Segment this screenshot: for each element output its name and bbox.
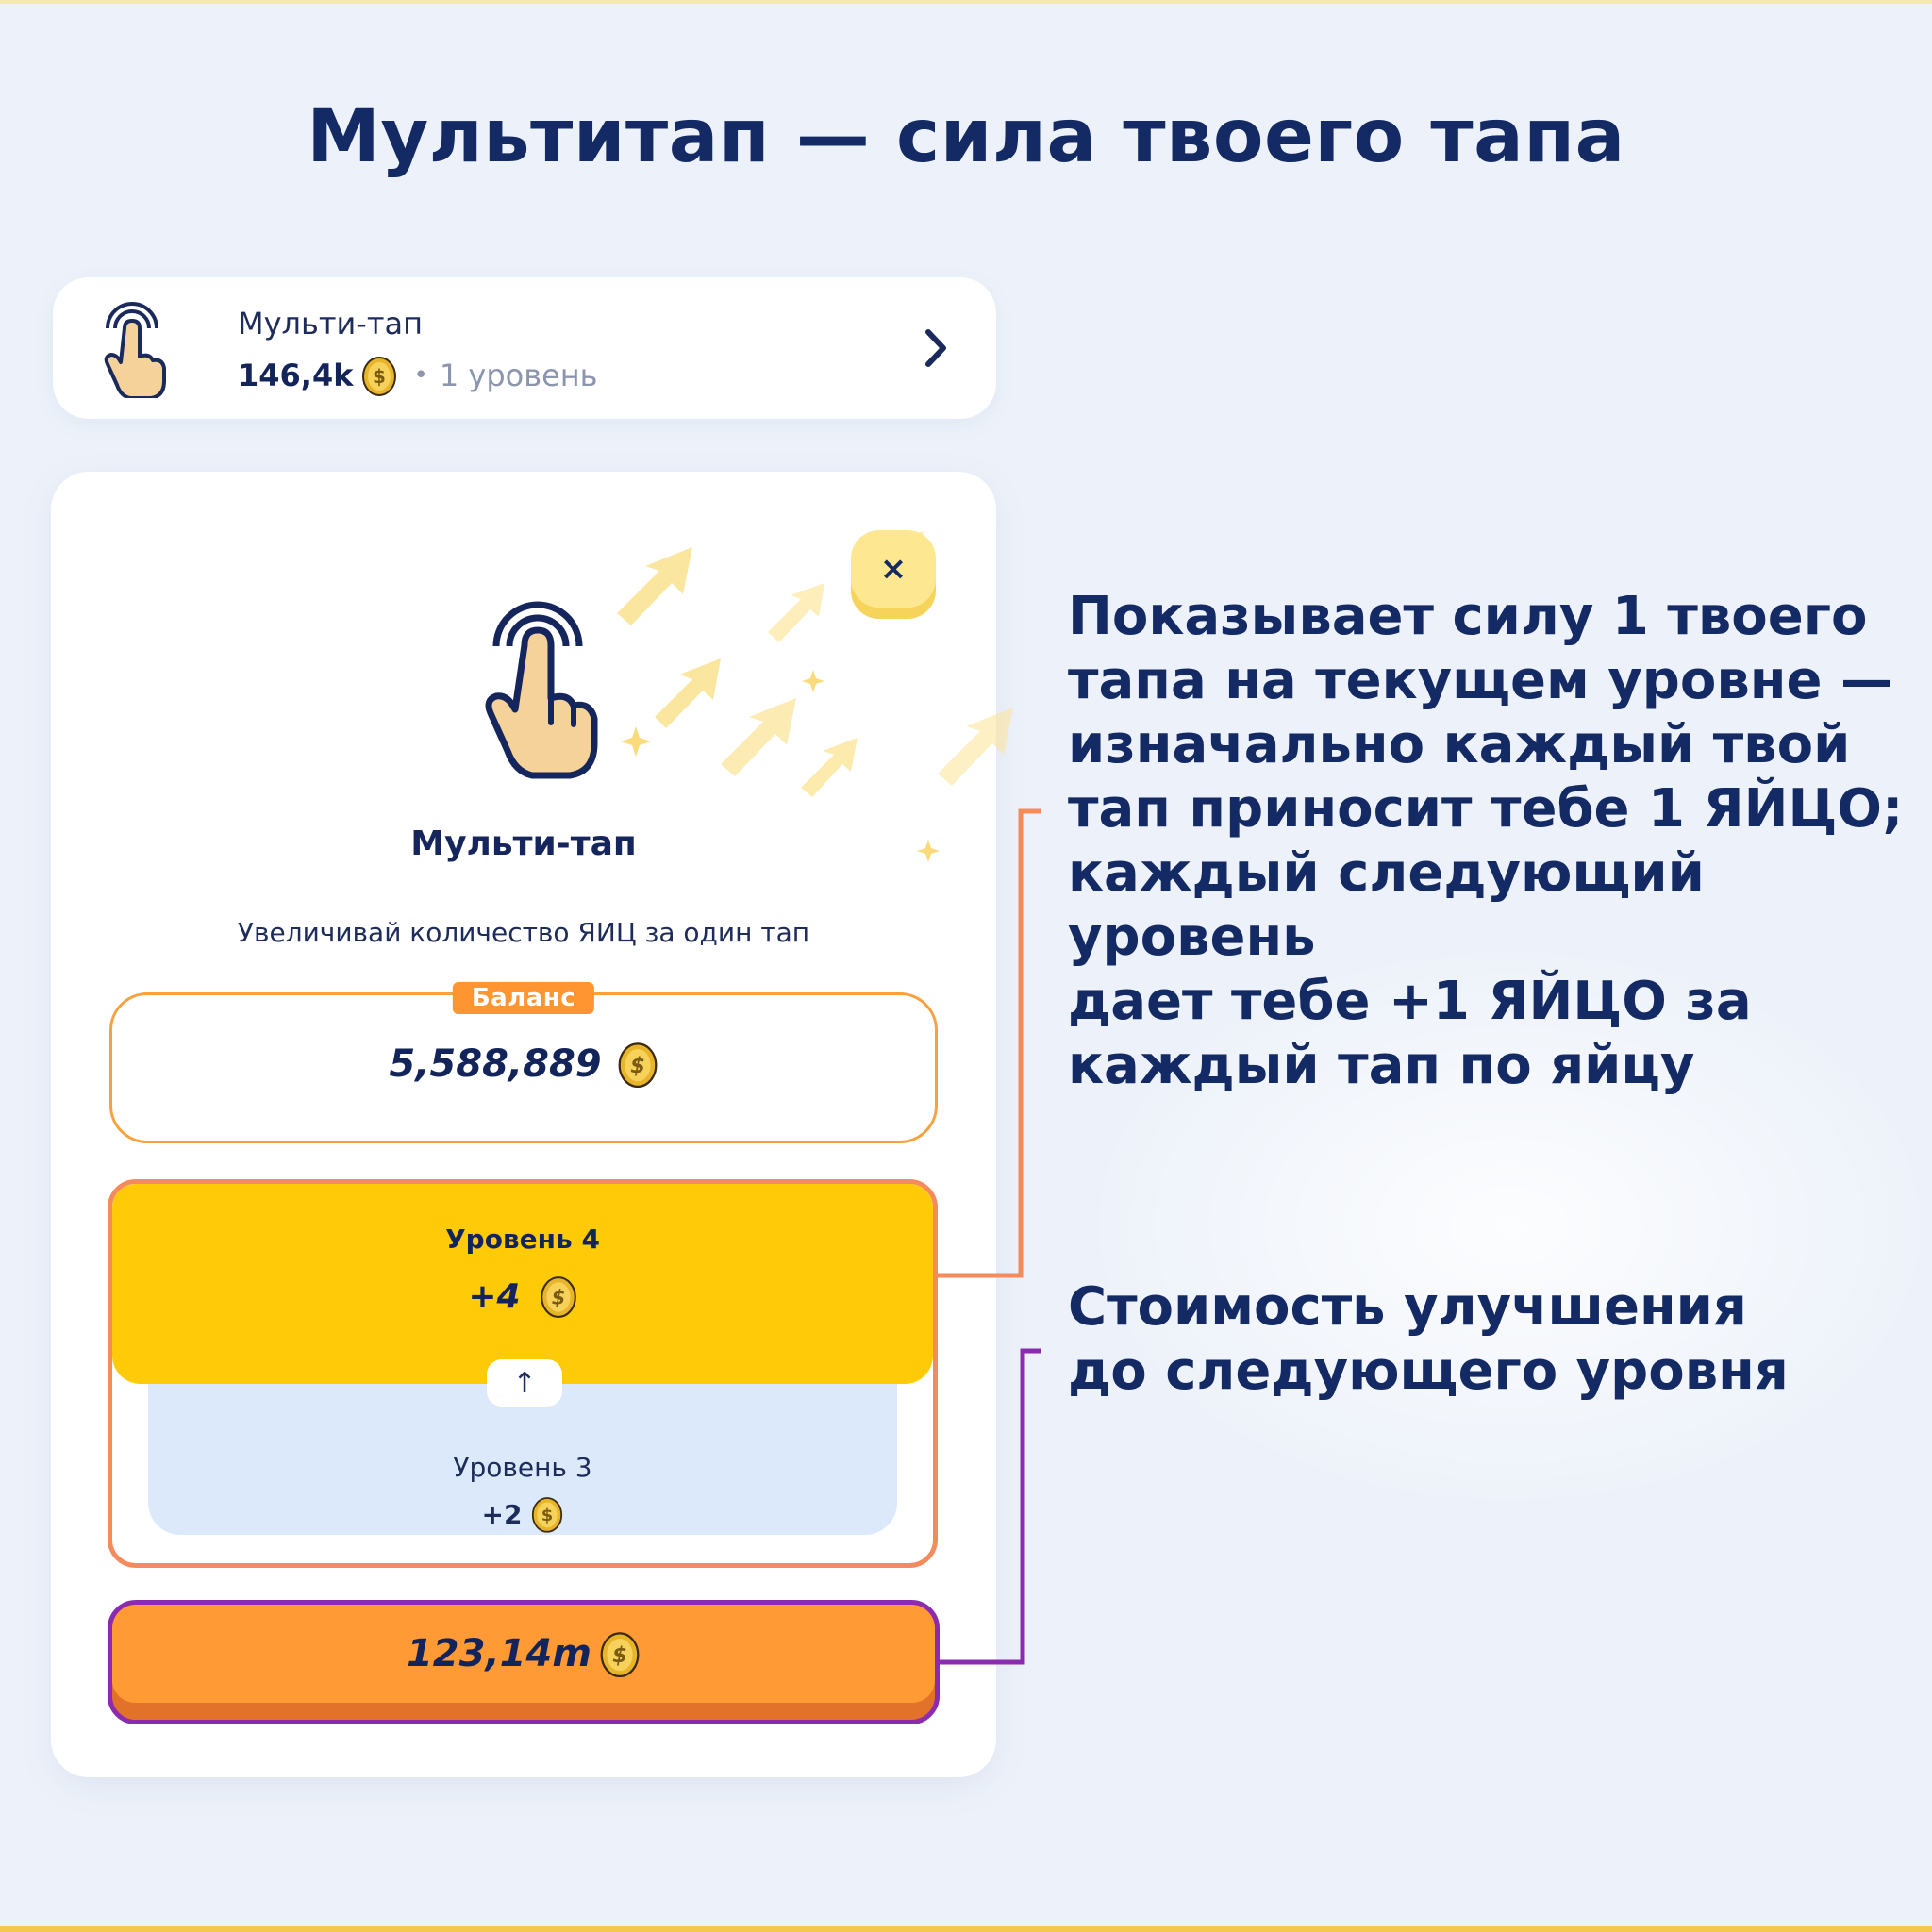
annotation-line: каждый следующий уровень (1068, 842, 1705, 968)
next-level-label: Уровень 4 (445, 1224, 600, 1255)
golden-egg-coin-icon: $ (540, 1276, 576, 1318)
balance-value: 5,588,889 (389, 1042, 602, 1086)
annotation-line: изначально каждый твой (1068, 714, 1851, 775)
tap-hand-icon (104, 302, 166, 398)
multitap-list-item[interactable]: Мульти-тап 146,4k $ • 1 уровень (53, 277, 996, 419)
next-level-value-row: +4 $ (112, 1274, 933, 1318)
upgrade-button[interactable]: 123,14m $ (112, 1605, 935, 1703)
upgrade-price: 123,14m (406, 1632, 592, 1675)
balance-value-row: 5,588,889 $ (112, 1041, 935, 1088)
level-annotation: Показывает силу 1 твоего тапа на текущем… (1068, 585, 1932, 1098)
balance-box: Баланс 5,588,889 $ (109, 982, 938, 1143)
svg-text:$: $ (373, 365, 386, 388)
chevron-right-icon[interactable] (917, 323, 955, 374)
multitap-modal: × Мульти-тап Увеличивай количество ЯИЦ з… (51, 472, 1013, 1777)
svg-text:$: $ (551, 1286, 565, 1308)
annotation-line: Стоимость улучшения (1068, 1276, 1747, 1338)
modal-title: Мульти-тап (410, 824, 637, 863)
current-level-value: +2 (481, 1498, 523, 1530)
svg-text:$: $ (630, 1054, 645, 1078)
annotation-line: каждый тап по яйцу (1068, 1035, 1695, 1096)
svg-text:$: $ (612, 1643, 627, 1668)
modal-subtitle: Увеличивай количество ЯИЦ за один тап (237, 917, 810, 948)
golden-egg-coin-icon: $ (361, 357, 396, 396)
bottom-border (0, 1926, 1932, 1932)
next-level-value: +4 (468, 1276, 521, 1316)
page-title: Мультитап — сила твоего тапа (307, 94, 1625, 179)
annotation-line: тапа на текущем уровне — (1068, 650, 1893, 711)
cost-annotation: Стоимость улучшения до следующего уровня (1068, 1275, 1789, 1404)
annotation-line: дает тебе +1 ЯЙЦО за (1068, 971, 1752, 1032)
current-level-value-row: +2 $ (148, 1495, 897, 1533)
next-level-card: Уровень 4 +4 $ (112, 1184, 933, 1384)
meta-separator: • (413, 361, 428, 390)
arrow-up-icon: ↑ (487, 1359, 562, 1407)
upgrade-button-frame: 123,14m $ (108, 1600, 940, 1724)
levels-panel: Уровень 4 +4 $ ↑ Уровень 3 +2 $ (108, 1179, 938, 1568)
close-button[interactable]: × (851, 530, 936, 619)
tap-hand-icon (485, 601, 598, 779)
top-border (0, 0, 1932, 4)
golden-egg-coin-icon: $ (618, 1042, 658, 1088)
item-meta: 146,4k $ • 1 уровень (238, 355, 598, 396)
golden-egg-coin-icon: $ (532, 1497, 563, 1533)
annotation-line: Показывает силу 1 твоего (1068, 586, 1868, 647)
item-name: Мульти-тап (238, 306, 424, 341)
close-icon: × (851, 530, 936, 608)
current-level-label: Уровень 3 (453, 1452, 592, 1483)
annotation-line: до следующего уровня (1068, 1341, 1789, 1402)
golden-egg-coin-icon: $ (600, 1632, 640, 1677)
annotation-line: тап приносит тебе 1 ЯЙЦО; (1068, 778, 1904, 840)
item-price: 146,4k (238, 358, 354, 393)
item-level: 1 уровень (439, 358, 598, 393)
balance-badge: Баланс (452, 982, 595, 1014)
svg-text:$: $ (541, 1506, 553, 1525)
